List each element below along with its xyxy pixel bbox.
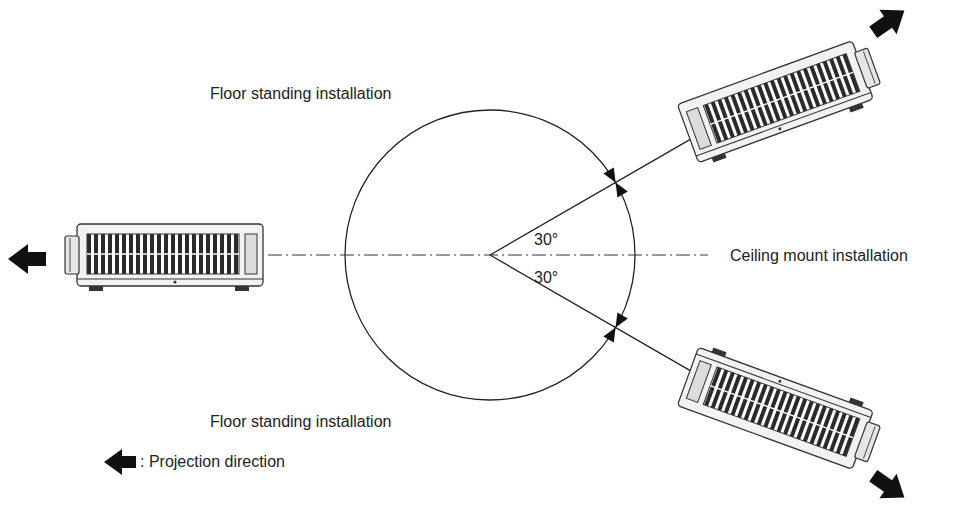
installation-label: Floor standing installation (210, 412, 391, 431)
direction-arrow (8, 244, 46, 274)
installation-label: Ceiling mount installation (730, 246, 908, 265)
arc-arrowhead (603, 167, 615, 182)
angle-line (490, 255, 692, 372)
angle-line (490, 138, 692, 255)
legend-arrow (104, 449, 136, 475)
arc-arrowhead (603, 328, 615, 343)
projector (677, 37, 886, 168)
angle-label: 30° (534, 268, 558, 287)
installation-label: Floor standing installation (210, 84, 391, 103)
projector (65, 224, 263, 291)
arc-arrowhead (616, 183, 628, 198)
center-line (268, 254, 708, 255)
angle-label: 30° (534, 230, 558, 249)
direction-arrow (865, 0, 913, 45)
direction-arrow (865, 463, 913, 509)
projector (677, 343, 886, 474)
legend-text: : Projection direction (140, 452, 285, 471)
arc-arrowhead (616, 312, 628, 327)
